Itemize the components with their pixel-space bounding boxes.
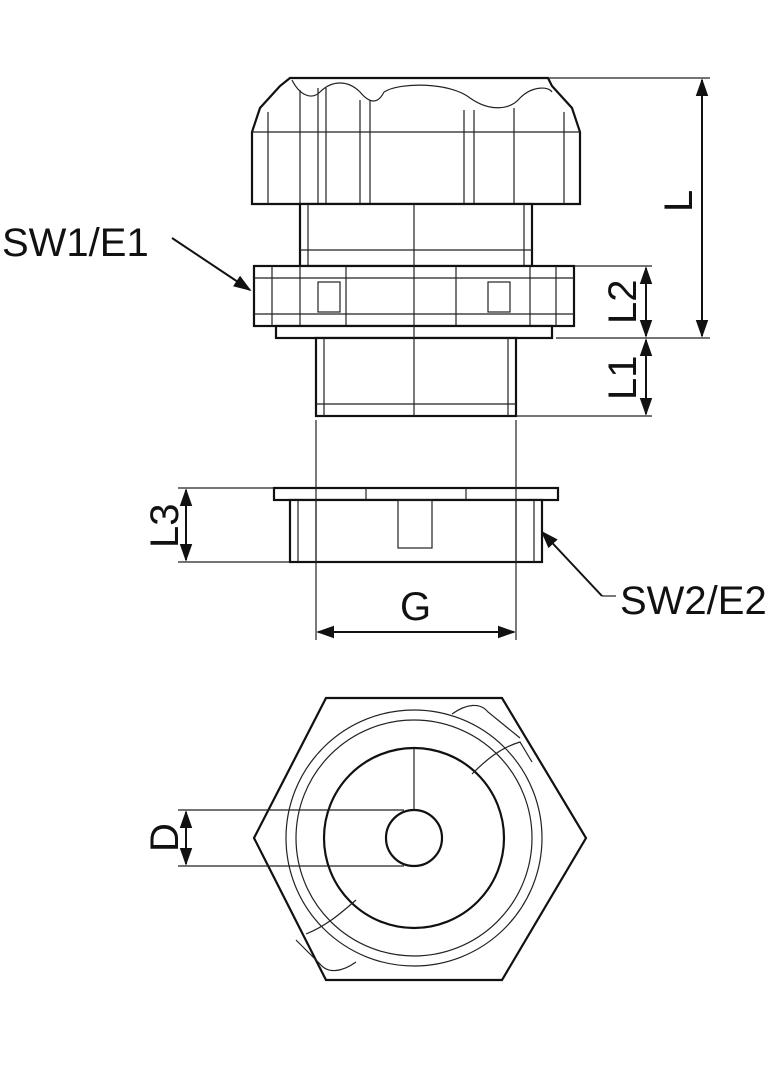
leader-sw2 xyxy=(540,530,603,597)
label-l3: L3 xyxy=(143,504,187,549)
dimensions xyxy=(171,77,710,867)
outer-cap-ring xyxy=(285,709,543,967)
label-l1: L1 xyxy=(601,356,645,401)
gland-neck xyxy=(298,202,534,268)
label-d: D xyxy=(143,823,187,852)
thread-g xyxy=(314,336,518,418)
cable-bore-d xyxy=(384,808,444,868)
top-view xyxy=(252,696,588,982)
gland-side-view xyxy=(250,76,582,418)
label-g: G xyxy=(400,585,431,629)
leader-sw1 xyxy=(171,237,252,291)
label-l: L xyxy=(657,190,701,212)
label-sw2-e2: SW2/E2 xyxy=(620,579,767,623)
dome-cap xyxy=(250,76,582,206)
label-l2: L2 xyxy=(601,280,645,325)
label-sw1-e1: SW1/E1 xyxy=(2,221,149,265)
locknut-body xyxy=(288,498,544,564)
